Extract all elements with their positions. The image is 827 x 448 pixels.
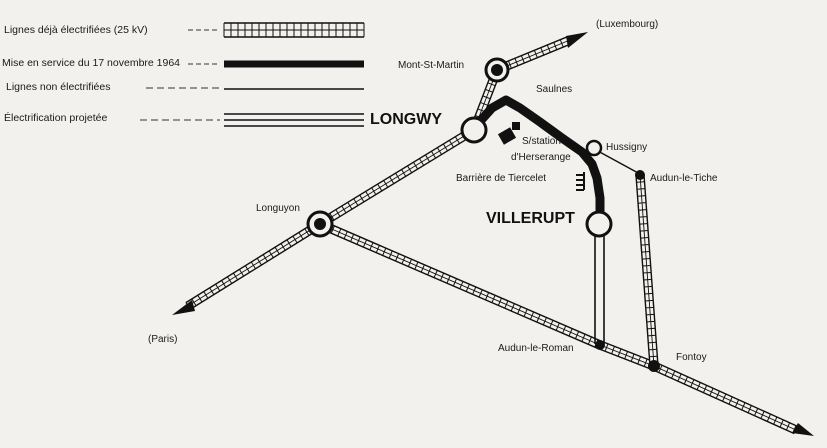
label-substation-line2: d'Herserange (511, 152, 571, 163)
station-longuyon (306, 210, 334, 238)
label-barriere-de-tiercelet: Barrière de Tiercelet (456, 173, 546, 184)
barriere-tiercelet-icon (576, 172, 585, 191)
station-longwy (460, 116, 488, 144)
station-audun-le-roman (595, 340, 605, 350)
legend-planned-label: Électrification projetée (4, 111, 107, 124)
arrow-luxembourg-icon (566, 32, 588, 48)
label-luxembourg: (Luxembourg) (596, 19, 658, 30)
arrow-paris-icon (172, 300, 195, 315)
label-villerupt: VILLERUPT (486, 210, 575, 227)
station-villerupt (585, 210, 613, 238)
line-villerupt-audun-le-roman (594, 232, 605, 344)
label-longuyon: Longuyon (256, 203, 300, 214)
label-audun-le-tiche: Audun-le-Tiche (650, 173, 718, 184)
legend: Lignes déjà électrifiées (25 kV) Mise en… (2, 22, 365, 127)
station-audun-le-tiche (635, 170, 645, 180)
label-mont-st-martin: Mont-St-Martin (398, 60, 464, 71)
station-hussigny (585, 139, 603, 157)
label-paris: (Paris) (148, 334, 177, 345)
line-paris-longwy (185, 125, 477, 310)
substation-herserange-icon (497, 122, 520, 145)
legend-swatch-electrified (223, 22, 365, 38)
legend-swatch-planned (224, 113, 364, 127)
line-longwy-villerupt-commissioned (470, 95, 605, 222)
label-hussigny: Hussigny (606, 142, 647, 153)
arrow-east-icon (792, 423, 814, 436)
line-longuyon-east (317, 219, 798, 435)
label-saulnes: Saulnes (536, 84, 572, 95)
legend-electrified-label: Lignes déjà électrifiées (25 kV) (4, 24, 148, 36)
legend-swatch-electrified-track (223, 22, 365, 38)
label-audun-le-roman: Audun-le-Roman (498, 343, 574, 354)
legend-non-electrified-label: Lignes non électrifiées (6, 81, 110, 93)
line-hussigny-audun-le-tiche (595, 149, 641, 175)
station-fontoy (648, 360, 660, 372)
label-fontoy: Fontoy (676, 352, 707, 363)
electrified-lines (185, 35, 798, 435)
station-mont-st-martin (484, 57, 510, 83)
legend-commissioned-label: Mise en service du 17 novembre 1964 (2, 57, 180, 69)
label-substation-line1: S/station (522, 136, 561, 147)
line-audun-le-tiche-fontoy (635, 174, 659, 367)
label-longwy: LONGWY (370, 111, 442, 128)
